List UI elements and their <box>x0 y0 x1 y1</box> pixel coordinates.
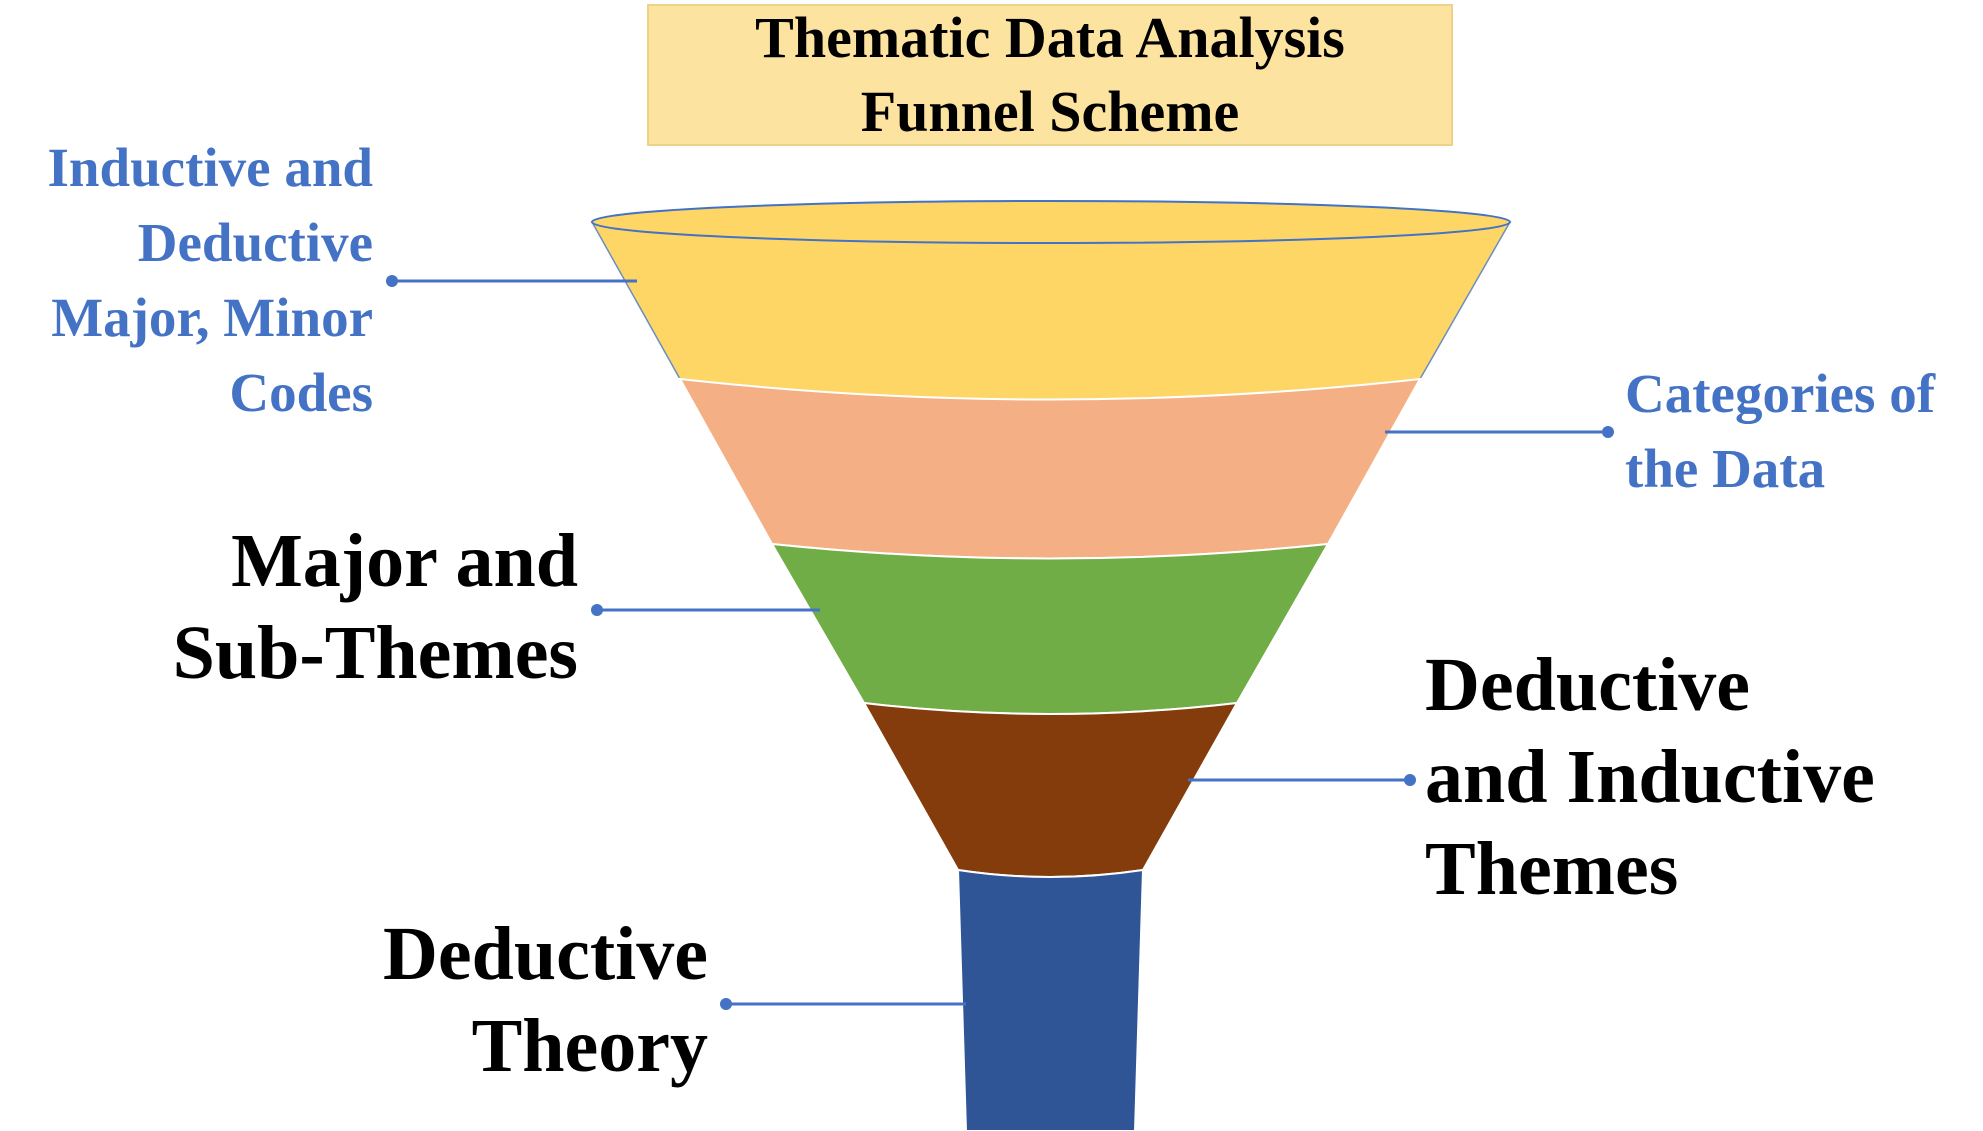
label-themes: Major and Sub-Themes <box>173 515 578 699</box>
funnel-layer-categories <box>678 377 1422 560</box>
funnel-layer-codes <box>590 221 1512 401</box>
label-categories-line-2: the Data <box>1625 438 1826 499</box>
connector-codes <box>386 275 637 287</box>
label-theory: Deductive Theory <box>383 908 708 1092</box>
label-codes: Inductive and Deductive Major, Minor Cod… <box>47 130 373 430</box>
title-line-2: Funnel Scheme <box>860 79 1240 144</box>
label-categories: Categories of the Data <box>1625 356 1935 506</box>
connector-themes <box>591 604 820 616</box>
connector-categories <box>1385 426 1614 438</box>
diagram-title-box: Thematic Data Analysis Funnel Scheme <box>647 4 1453 146</box>
funnel-stem-theory <box>956 868 1145 1131</box>
label-themes-line-1: Major and <box>231 519 578 603</box>
title-line-1: Thematic Data Analysis <box>755 5 1345 70</box>
label-deductive-inductive-line-1: Deductive <box>1425 643 1751 727</box>
label-deductive-inductive-line-2: and Inductive <box>1425 735 1875 819</box>
funnel-layer-themes <box>770 542 1330 715</box>
funnel-rim <box>591 200 1511 244</box>
label-deductive-inductive: Deductive and Inductive Themes <box>1425 639 1875 915</box>
label-codes-line-3: Major, Minor <box>51 287 373 348</box>
connector-theory <box>720 998 966 1010</box>
label-deductive-inductive-line-3: Themes <box>1425 827 1679 911</box>
connector-deductive-inductive <box>1188 774 1416 786</box>
label-codes-line-2: Deductive <box>137 212 373 273</box>
label-codes-line-1: Inductive and <box>47 137 373 198</box>
funnel-layer-deductive-inductive <box>862 701 1239 878</box>
label-categories-line-1: Categories of <box>1625 363 1936 424</box>
label-theory-line-1: Deductive <box>382 912 708 996</box>
label-codes-line-4: Codes <box>229 362 373 423</box>
label-themes-line-2: Sub-Themes <box>172 611 578 695</box>
label-theory-line-2: Theory <box>471 1004 708 1088</box>
